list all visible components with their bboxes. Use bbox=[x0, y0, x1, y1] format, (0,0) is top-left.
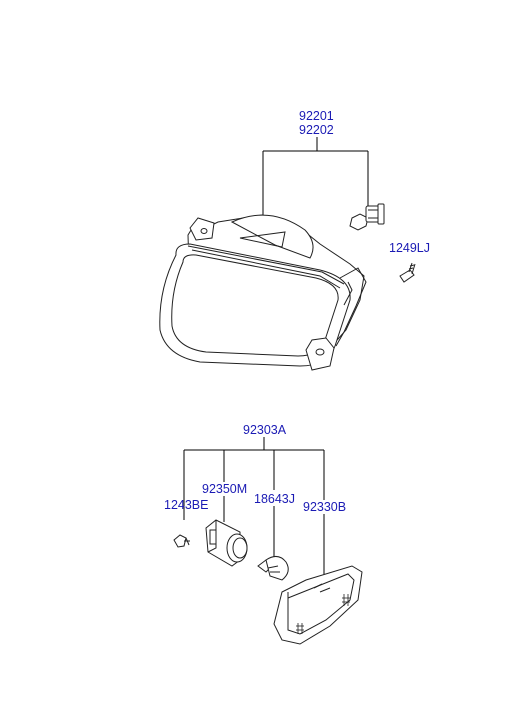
side-repeater-bulb bbox=[257, 556, 289, 581]
part-label-92350m[interactable]: 92350M bbox=[202, 482, 248, 496]
part-label-1243be[interactable]: 1243BE bbox=[164, 498, 209, 512]
side-repeater-lens bbox=[273, 565, 363, 645]
part-label-92330b[interactable]: 92330B bbox=[303, 500, 347, 514]
side-repeater-socket bbox=[205, 519, 248, 567]
part-label-92303a[interactable]: 92303A bbox=[243, 423, 287, 437]
fog-lamp-screw bbox=[399, 262, 416, 283]
fog-lamp-housing bbox=[159, 214, 367, 371]
part-label-92201[interactable]: 92201 bbox=[299, 109, 334, 123]
leader-lines-side-repeater bbox=[183, 437, 325, 578]
leader-lines-fog-lamp bbox=[262, 137, 369, 225]
part-label-18643j[interactable]: 18643J bbox=[254, 492, 296, 506]
part-label-1249lj[interactable]: 1249LJ bbox=[389, 241, 431, 255]
side-repeater-screw bbox=[173, 534, 190, 548]
fog-lamp-bulb bbox=[349, 203, 385, 231]
part-label-92202[interactable]: 92202 bbox=[299, 123, 334, 137]
